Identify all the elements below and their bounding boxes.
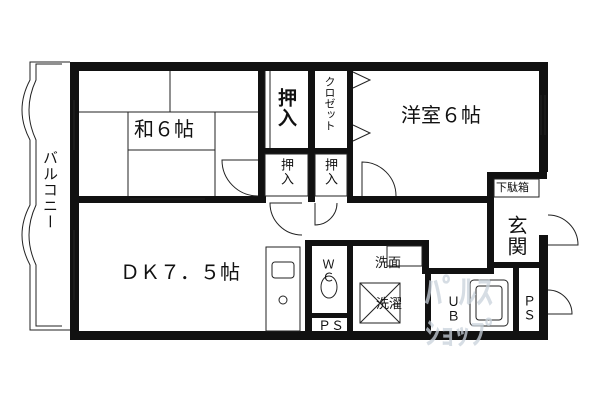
wall-ub-left bbox=[425, 268, 431, 340]
kitchen-counter bbox=[265, 246, 301, 332]
wall-right-upper bbox=[539, 62, 548, 172]
room-label-youshitsu: 洋室６帖 bbox=[401, 103, 481, 127]
room-label-ub: ＵＢ bbox=[444, 295, 459, 323]
wall-wc-top bbox=[305, 240, 350, 246]
room-label-dk: ＤＫ７．５帖 bbox=[120, 260, 240, 284]
washing-machine-pan bbox=[359, 282, 401, 324]
wall-genkan-left bbox=[487, 172, 494, 268]
room-label-wc: ＷＣ bbox=[321, 258, 335, 284]
wall-wc-left bbox=[305, 240, 312, 340]
watermark-top: ﾊﾟﾙｽ bbox=[425, 273, 493, 313]
wall-senmen-right bbox=[422, 240, 429, 272]
room-label-ps-wc: ＰＳ bbox=[318, 319, 345, 334]
watermark-bottom: ｼｮｯﾌﾟ bbox=[425, 317, 500, 352]
wall-closet-right bbox=[347, 62, 353, 202]
room-label-oshiire-small-1: 押入 bbox=[278, 158, 293, 186]
wall-closet-bottom bbox=[308, 148, 353, 154]
room-label-oshiire-small-2: 押入 bbox=[322, 158, 337, 186]
room-label-closet: クロゼット bbox=[323, 76, 336, 131]
wall-genkan-top bbox=[487, 172, 547, 179]
wall-oshiire-bottom bbox=[258, 148, 314, 154]
room-label-shoe-box: 下駄箱 bbox=[496, 181, 529, 194]
wall-genkan-bottom bbox=[487, 262, 548, 268]
wall-washitsu-right bbox=[258, 62, 265, 202]
room-label-oshiire: 押入 bbox=[275, 88, 297, 128]
room-label-ps-ub: ＰＳ bbox=[520, 294, 535, 322]
wall-closet-left bbox=[308, 62, 315, 202]
wall-senmen-top bbox=[347, 240, 429, 246]
balcony-outline bbox=[21, 61, 70, 331]
wall-ps-top bbox=[305, 313, 353, 318]
room-label-washitsu: 和６帖 bbox=[134, 117, 194, 141]
room-label-sentaku: 洗濯 bbox=[376, 297, 403, 312]
wall-ub-top bbox=[422, 268, 494, 274]
wall-youshitsu-bottom bbox=[347, 196, 488, 203]
bathtub bbox=[469, 279, 509, 327]
room-label-balcony: バルコニー bbox=[41, 150, 59, 230]
room-label-genkan: 玄関 bbox=[504, 215, 528, 257]
wall-ps-right-left bbox=[513, 268, 519, 340]
wall-wc-right bbox=[347, 240, 353, 340]
room-label-senmen: 洗面 bbox=[375, 256, 402, 271]
toilet-fixture bbox=[320, 275, 338, 299]
wall-right-lower bbox=[539, 235, 548, 340]
